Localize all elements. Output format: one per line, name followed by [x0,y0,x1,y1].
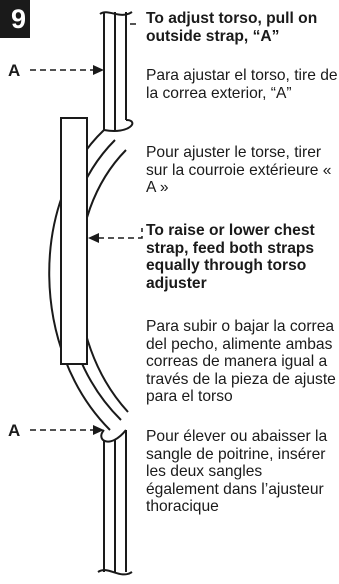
chest-instruction-fr: Pour élever ou abaisser la sangle de poi… [146,428,328,515]
chest-instruction-en: To raise or lower chest strap, feed both… [146,222,315,292]
arrowhead-a-bottom [93,425,104,435]
torso-instruction-en: To adjust torso, pull on outside strap, … [146,10,318,45]
torso-adjuster [60,117,88,365]
chest-instruction-es: Para subir o bajar la correa del pecho, … [146,318,336,405]
step-number: 9 [10,3,26,34]
callout-label-a-bottom: A [8,421,21,440]
torso-instruction-es: Para ajustar el torso, tire de la correa… [146,67,338,102]
upper-strap [99,11,133,130]
chest-callout-line [98,228,143,239]
lower-strap [97,429,133,576]
step-number-badge: 9 [0,0,30,38]
arrowhead-chest [88,233,99,243]
arrowhead-a-top [93,65,104,75]
callout-label-a-top: A [8,61,21,80]
torso-instruction-fr: Pour ajuster le torse, tirer sur la cour… [146,144,332,196]
